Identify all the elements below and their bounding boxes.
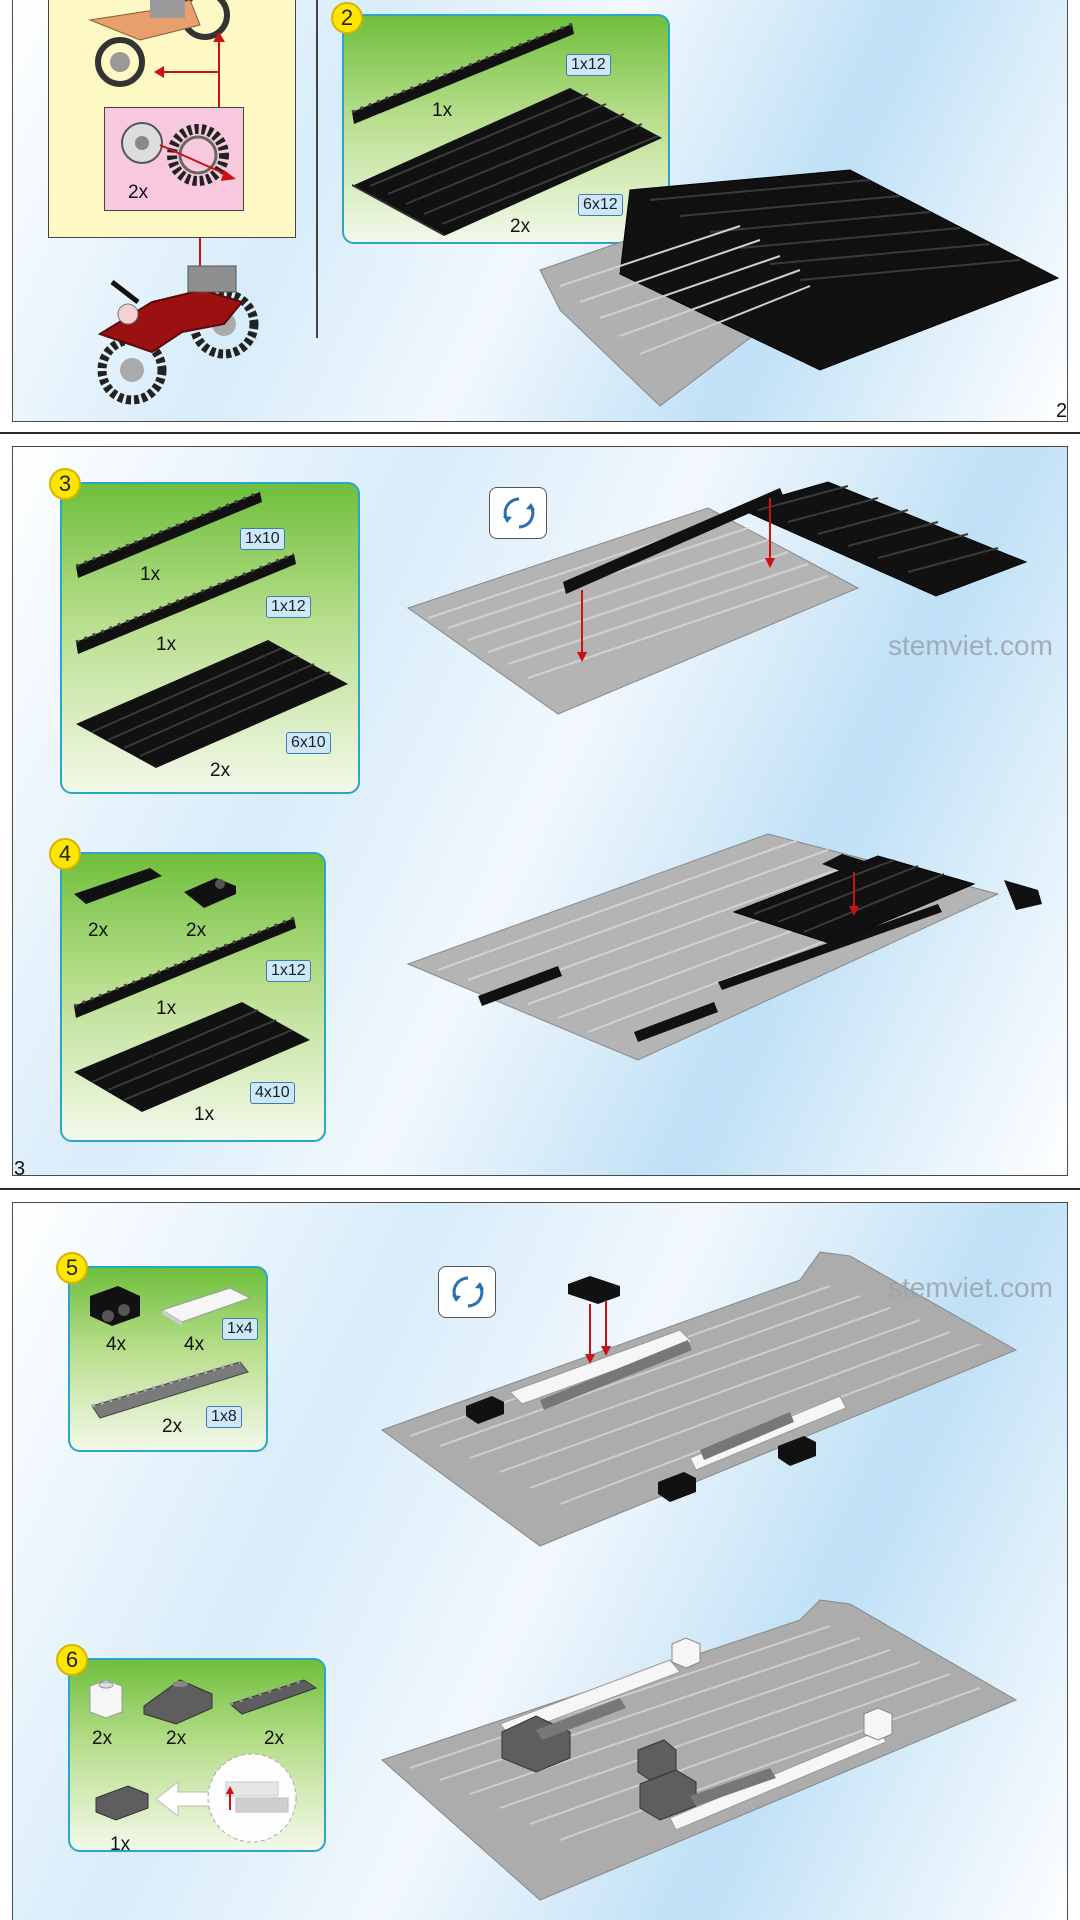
page-number: 2 xyxy=(1056,400,1068,422)
step-4-model xyxy=(406,833,1042,1061)
watermark: stemviet.com xyxy=(888,630,1053,661)
step-6-badge: 6 xyxy=(56,1644,88,1676)
rotate-icon xyxy=(452,1276,484,1308)
step-6-qty-3: 2x xyxy=(264,1728,285,1749)
page-number: 3 xyxy=(14,1158,26,1180)
wheel-subassembly-box xyxy=(104,107,244,211)
plate-1x12-illustration xyxy=(73,916,296,1018)
step-6-qty-2: 2x xyxy=(166,1728,187,1749)
step-5-qty-3: 2x xyxy=(162,1416,183,1437)
step-2-tag-1: 1x12 xyxy=(566,54,611,76)
motorcycle-illustration xyxy=(97,265,259,405)
bracket-illustration xyxy=(90,1286,140,1326)
step-2-model xyxy=(539,169,1060,407)
step-5-model xyxy=(380,1251,1018,1547)
plate-6x10-illustration xyxy=(76,640,348,768)
step-2-qty-1: 1x xyxy=(432,100,453,121)
motorcycle-faded-illustration xyxy=(88,0,230,87)
step-3-qty-2: 1x xyxy=(156,634,177,655)
slope-gray-illustration xyxy=(143,1679,213,1725)
brick-1x2-gray-illustration xyxy=(95,1785,149,1821)
rotate-model-indicator xyxy=(489,487,547,539)
step-3-qty-1: 1x xyxy=(140,564,161,585)
page-4: 5 4x 1x4 4x 1x8 2x xyxy=(0,1190,1080,1920)
step-3-badge: 3 xyxy=(49,468,81,500)
step-2-qty-2: 2x xyxy=(510,216,531,237)
step-6-qty-4: 1x xyxy=(110,1834,131,1855)
vertical-separator xyxy=(316,0,318,338)
step-4-qty-1: 2x xyxy=(88,920,109,941)
step-2-tag-2: 6x12 xyxy=(578,194,623,216)
plate-6x12-illustration xyxy=(352,88,662,236)
plate-1x4-illustration xyxy=(74,868,162,904)
rotate-model-indicator xyxy=(438,1266,496,1318)
step-4-badge: 4 xyxy=(49,838,81,870)
step-4-qty-3: 1x xyxy=(156,998,177,1019)
step-3-tag-2: 1x12 xyxy=(266,596,311,618)
page-3: 3 1x10 1x 1x12 1x 6x10 2x xyxy=(0,434,1080,1188)
step-6-qty-1: 2x xyxy=(92,1728,113,1749)
step-5-tag-2: 1x8 xyxy=(206,1406,242,1428)
step-4-qty-4: 1x xyxy=(194,1104,215,1125)
step-5-badge: 5 xyxy=(56,1252,88,1284)
rotate-icon xyxy=(503,497,535,529)
step-4-qty-2: 2x xyxy=(186,920,207,941)
curved-slope-illustration xyxy=(184,878,236,908)
page-divider xyxy=(0,432,1080,434)
step-3-tag-1: 1x10 xyxy=(240,528,285,550)
plate-1x10-illustration xyxy=(75,490,262,578)
step-3-tag-3: 6x10 xyxy=(286,732,331,754)
subassembly-qty: 2x xyxy=(128,182,149,203)
step-5-qty-2: 4x xyxy=(184,1334,205,1355)
plate-1x12-illustration xyxy=(351,22,574,124)
step-4-tag-2: 4x10 xyxy=(250,1082,295,1104)
plate-4x10-illustration xyxy=(74,1002,310,1112)
tile-1x4-white-illustration xyxy=(160,1287,252,1326)
page-divider xyxy=(0,1188,1080,1190)
step-3-qty-3: 2x xyxy=(210,760,231,781)
step-3-model xyxy=(406,481,1028,715)
plate-1x12-illustration xyxy=(75,552,296,654)
assembly-arrow-icon xyxy=(154,32,225,110)
brick-1x1-white-illustration xyxy=(89,1679,123,1719)
step-4-tag-1: 1x12 xyxy=(266,960,311,982)
step-2-badge: 2 xyxy=(331,2,363,34)
step-5-tag-1: 1x4 xyxy=(222,1318,258,1340)
watermark: stemviet.com xyxy=(888,1272,1053,1303)
placement-detail-illustration xyxy=(207,1753,297,1843)
plate-1x8-gray-illustration xyxy=(91,1360,249,1419)
step-5-qty-1: 4x xyxy=(106,1334,127,1355)
page-2: 2x 2 1x12 1x 6x12 2x xyxy=(0,0,1080,432)
wheel-illustration xyxy=(121,122,236,186)
step-6-model xyxy=(381,1599,1018,1901)
plate-1x4-gray-illustration xyxy=(228,1678,318,1715)
